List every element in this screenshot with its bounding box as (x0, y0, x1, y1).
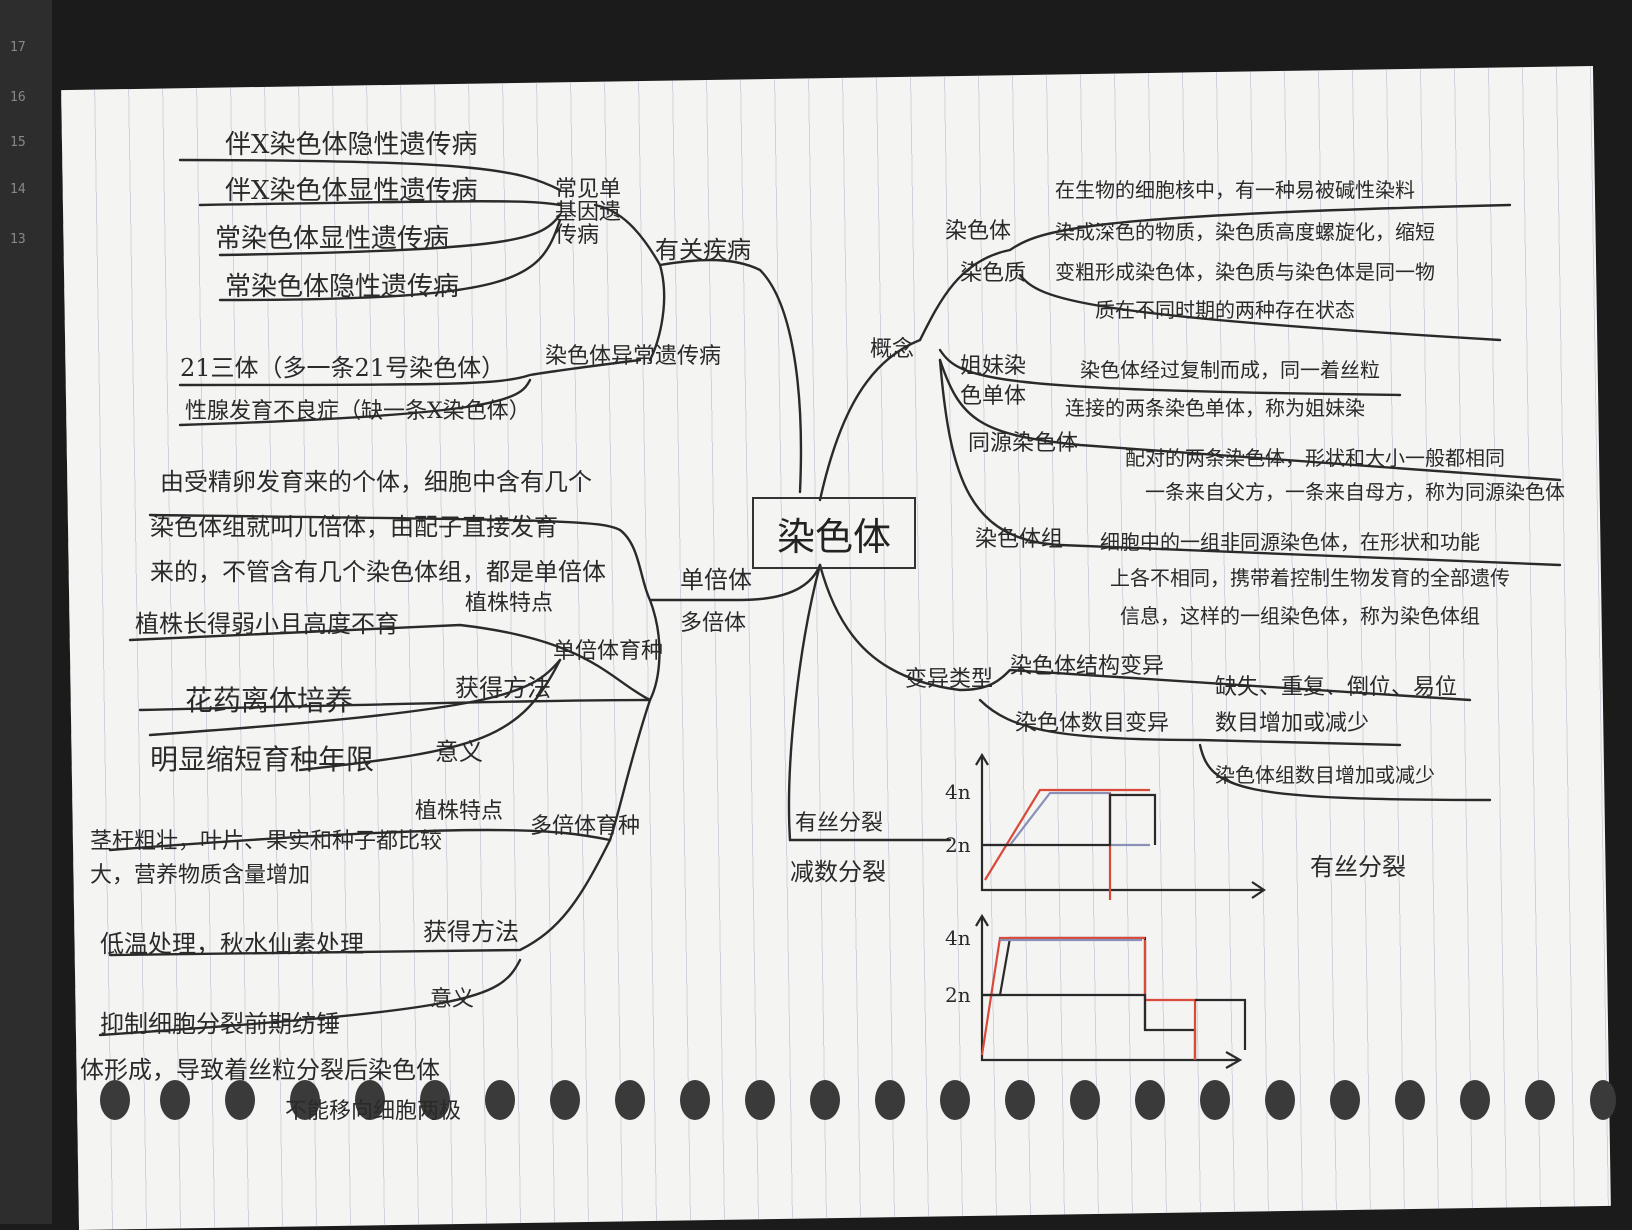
axis-label-2n: 2n (945, 833, 971, 857)
single-gene-label: 常见单基因遗传病 (555, 177, 622, 249)
punch-hole (485, 1080, 515, 1120)
chromosome-set-text: 细胞中的一组非同源染色体，在形状和功能 (1100, 530, 1480, 554)
haploid-breeding-label: 单倍体育种 (553, 639, 664, 664)
haploid-definition: 由受精卵发育来的个体，细胞中含有几个 (160, 468, 592, 496)
chromatin-text: 染成深色的物质，染色质高度螺旋化，缩短 (1055, 220, 1435, 244)
punch-hole (550, 1080, 580, 1120)
punch-hole (1330, 1080, 1360, 1120)
haploid-definition: 来的，不管含有几个染色体组，都是单倍体 (150, 558, 606, 586)
punch-hole (1070, 1080, 1100, 1120)
punch-hole (1200, 1080, 1230, 1120)
disease-item: 常染色体显性遗传病 (215, 224, 450, 254)
punch-hole (420, 1080, 450, 1120)
connector (658, 258, 803, 494)
haploid-method-label: 获得方法 (455, 674, 551, 702)
homologous-text: 配对的两条染色体，形状和大小一般都相同 (1125, 446, 1505, 470)
center-node: 染色体 (752, 497, 916, 569)
haploid-meaning: 明显缩短育种年限 (150, 743, 375, 776)
ruler-label: 16 (10, 90, 26, 105)
punch-hole (1395, 1080, 1425, 1120)
polyploid-breeding-label: 多倍体育种 (530, 814, 641, 839)
punch-hole (940, 1080, 970, 1120)
haploid-feature-label: 植株特点 (465, 591, 554, 616)
ruler-label: 15 (10, 135, 26, 150)
chromosome-label: 染色体 (945, 219, 1012, 244)
ruler: 17 16 15 14 13 (0, 0, 52, 1224)
disease-item: 常染色体隐性遗传病 (225, 272, 460, 302)
chromatin-text: 在生物的细胞核中，有一种易被碱性染料 (1055, 178, 1415, 202)
homologous-label: 同源染色体 (968, 431, 1079, 456)
punch-hole (615, 1080, 645, 1120)
branch-label-meiosis: 减数分裂 (790, 858, 886, 886)
chromatin-label: 染色质 (960, 261, 1027, 286)
structure-variation-label: 染色体结构变异 (1010, 654, 1165, 679)
chrom-abnormal-item: 性腺发育不良症（缺一条X染色体） (185, 399, 531, 424)
number-variation-item: 数目增加或减少 (1215, 711, 1370, 736)
number-variation-label: 染色体数目变异 (1015, 711, 1170, 736)
branch-label-polyploid: 多倍体 (680, 611, 747, 636)
axis-label-4n: 4n (945, 780, 971, 804)
disease-item: 伴X染色体隐性遗传病 (225, 130, 478, 160)
ruler-label: 14 (10, 182, 26, 197)
polyploid-meaning: 抑制细胞分裂前期纺锤 (100, 1010, 340, 1038)
structure-variation-items: 缺失、重复、倒位、易位 (1215, 675, 1458, 700)
sister-chromatid-label: 姐妹染 (960, 354, 1027, 379)
punch-hole (1265, 1080, 1295, 1120)
ruler-label: 13 (10, 232, 26, 247)
sister-chromatid-text: 染色体经过复制而成，同一着丝粒 (1080, 358, 1380, 382)
polyploid-feature-label: 植株特点 (415, 799, 504, 824)
connector (648, 263, 666, 362)
punch-hole (875, 1080, 905, 1120)
chromosome-set-text: 上各不相同，携带着控制生物发育的全部遗传 (1110, 566, 1510, 590)
ruler-label: 17 (10, 40, 26, 55)
branch-label-disease: 有关疾病 (655, 236, 751, 264)
punch-hole (225, 1080, 255, 1120)
punch-hole (680, 1080, 710, 1120)
polyploid-meaning-label: 意义 (430, 987, 475, 1012)
polyploid-meaning: 体形成，导致着丝粒分裂后染色体 (80, 1056, 440, 1084)
chrom-abnormal-label: 染色体异常遗传病 (545, 344, 722, 369)
connector (593, 203, 662, 267)
chart-caption: 有丝分裂 (1310, 853, 1406, 881)
punch-hole (100, 1080, 130, 1120)
mitosis-chart-2 (975, 913, 1247, 1069)
chrom-abnormal-item: 21三体（多一条21号染色体） (180, 354, 506, 382)
homologous-text: 一条来自父方，一条来自母方，称为同源染色体 (1145, 480, 1565, 504)
punch-hole (1590, 1080, 1616, 1120)
branch-label-mitosis: 有丝分裂 (795, 811, 884, 836)
punch-hole (1525, 1080, 1555, 1120)
haploid-method: 花药离体培养 (185, 684, 354, 717)
sister-chromatid-label: 色单体 (960, 384, 1027, 409)
mitosis-chart-1 (975, 752, 1266, 900)
polyploid-feature: 茎杆粗壮，叶片、果实和种子都比较大，营养物质含量增加 (90, 829, 443, 889)
chromosome-set-text: 信息，这样的一组染色体，称为染色体组 (1120, 604, 1480, 628)
chromatin-text: 质在不同时期的两种存在状态 (1095, 298, 1355, 322)
branch-label-variation: 变异类型 (905, 667, 994, 692)
axis-label-4n: 4n (945, 926, 971, 950)
punch-hole (1460, 1080, 1490, 1120)
disease-item: 伴X染色体显性遗传病 (225, 176, 478, 206)
sister-chromatid-text: 连接的两条染色单体，称为姐妹染 (1065, 396, 1365, 420)
haploid-meaning-label: 意义 (435, 738, 483, 766)
punch-hole (810, 1080, 840, 1120)
branch-label-haploid: 单倍体 (680, 566, 752, 594)
chromatin-text: 变粗形成染色体，染色质与染色体是同一物 (1055, 260, 1435, 284)
branch-label-concept: 概念 (870, 337, 915, 362)
polyploid-method: 低温处理，秋水仙素处理 (100, 930, 364, 958)
number-variation-item: 染色体组数目增加或减少 (1215, 763, 1435, 787)
polyploid-meaning: 不能移向细胞两极 (285, 1099, 462, 1124)
haploid-feature: 植株长得弱小且高度不育 (135, 610, 399, 638)
punch-hole (1005, 1080, 1035, 1120)
punch-hole (160, 1080, 190, 1120)
chromosome-set-label: 染色体组 (975, 527, 1064, 552)
punch-hole (1135, 1080, 1165, 1120)
haploid-definition: 染色体组就叫几倍体，由配子直接发育 (150, 513, 558, 541)
axis-label-2n: 2n (945, 983, 971, 1007)
polyploid-method-label: 获得方法 (423, 918, 519, 946)
punch-hole (355, 1080, 385, 1120)
punch-hole (290, 1080, 320, 1120)
punch-hole (745, 1080, 775, 1120)
